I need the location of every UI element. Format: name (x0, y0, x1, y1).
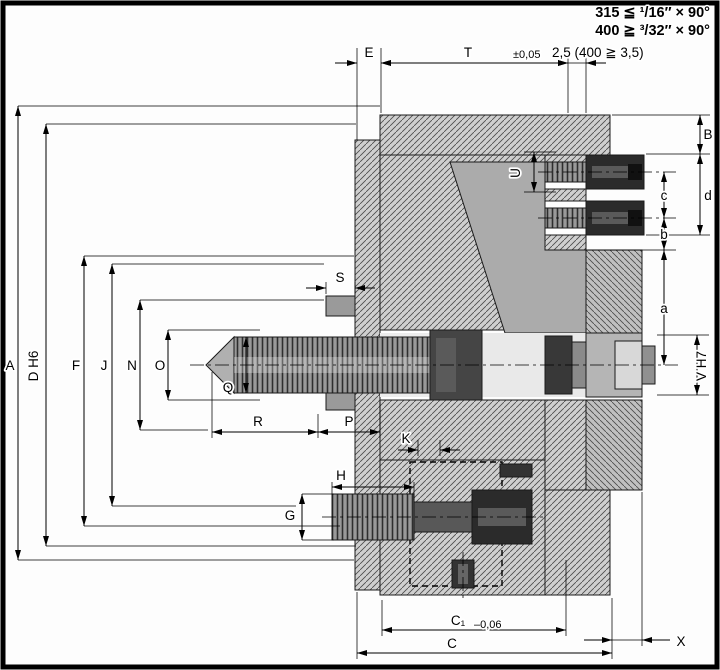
dimension-labels: 315 ≦ ¹/16″ × 90° 400 ≧ ³/32″ × 90° E T … (4, 4, 715, 653)
body-bottom-right (544, 489, 611, 596)
dim-label-u: U (508, 168, 523, 178)
draw-stud (205, 329, 483, 401)
screw-land-mid (544, 188, 587, 202)
dim-label-g: G (285, 508, 296, 523)
dim-label-gap-2-5: 2,5 (400 ≧ 3,5) (552, 45, 644, 60)
body-top-rim (379, 114, 611, 156)
screw-land-bottom (544, 234, 587, 251)
jaw-lock-screw (499, 463, 533, 478)
centerlines (190, 171, 678, 598)
dim-label-v-h7: V H7 (694, 351, 709, 381)
dim-label-k: K (401, 431, 410, 446)
dim-label-n: N (127, 358, 137, 373)
dim-label-s: S (335, 270, 344, 285)
dim-label-j: J (101, 358, 108, 373)
dimension-lines (15, 48, 710, 659)
dim-label-d-low: d (704, 188, 712, 203)
dim-label-c-low: c (661, 188, 668, 203)
screw-c-socket (628, 164, 642, 180)
dim-label-p: P (344, 414, 353, 429)
stud-highlight (234, 357, 430, 373)
dim-label-x: X (676, 634, 685, 649)
dim-label-c1-tolerance: –0,06 (474, 619, 502, 631)
dim-label-a-cap: A (5, 358, 14, 373)
body-lower-step (544, 399, 587, 491)
body-lower-block (379, 399, 546, 461)
dim-label-c1: C₁ (451, 613, 466, 628)
dim-label-b-cap: B (703, 127, 712, 142)
chuck-cross-section (205, 114, 656, 596)
dim-label-f: F (72, 358, 80, 373)
dim-label-e: E (364, 45, 373, 60)
dim-label-o: O (155, 358, 166, 373)
dim-label-b-low: b (660, 227, 668, 242)
dim-label-a-low: a (660, 301, 668, 316)
dim-label-c-cap: C (447, 636, 457, 651)
front-stud-upper (325, 295, 356, 317)
note-line-2: 400 ≧ ³/32″ × 90° (595, 23, 710, 39)
screw-b-socket (628, 210, 642, 226)
set-screw-socket (458, 564, 468, 584)
dim-label-t: T (464, 45, 472, 60)
dim-label-h: H (336, 468, 346, 483)
adapter-flange-upper (585, 249, 643, 336)
dim-label-r: R (253, 414, 263, 429)
dim-label-t-tolerance: ±0,05 (513, 49, 540, 61)
screw-land-top (544, 154, 587, 163)
adapter-flange-lower (585, 399, 643, 491)
dim-label-q: Q (223, 380, 234, 395)
dim-label-d-h6: D H6 (26, 351, 41, 382)
note-line-1: 315 ≦ ¹/16″ × 90° (595, 5, 710, 21)
